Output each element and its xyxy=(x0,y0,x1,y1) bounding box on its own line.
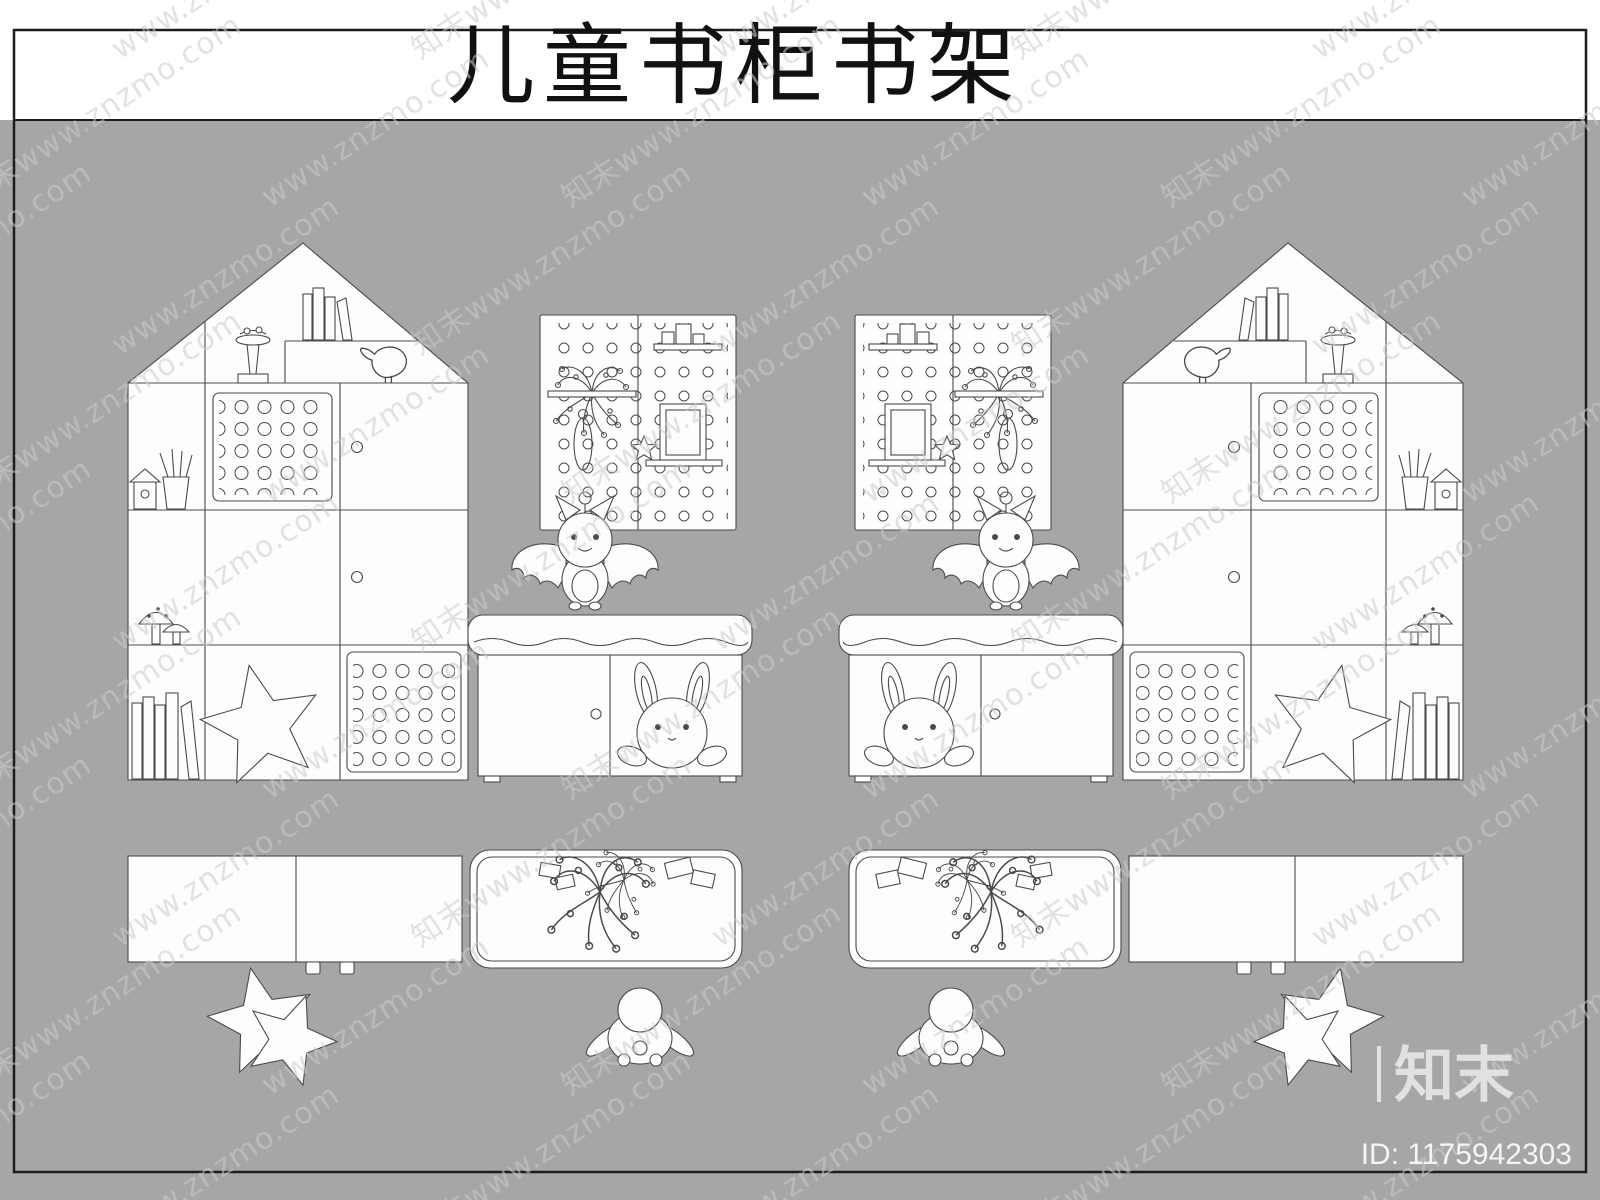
drawing-title: 儿童书柜书架 xyxy=(447,19,1023,116)
brand-divider xyxy=(1377,1046,1381,1102)
brand-watermark: 知末 xyxy=(1377,1041,1514,1111)
image-id: ID: 1175942303 xyxy=(1361,1138,1572,1171)
brand-logo-text: 知末 xyxy=(1394,1041,1514,1111)
title-band xyxy=(0,0,1600,120)
drawing-border xyxy=(12,28,1588,1174)
